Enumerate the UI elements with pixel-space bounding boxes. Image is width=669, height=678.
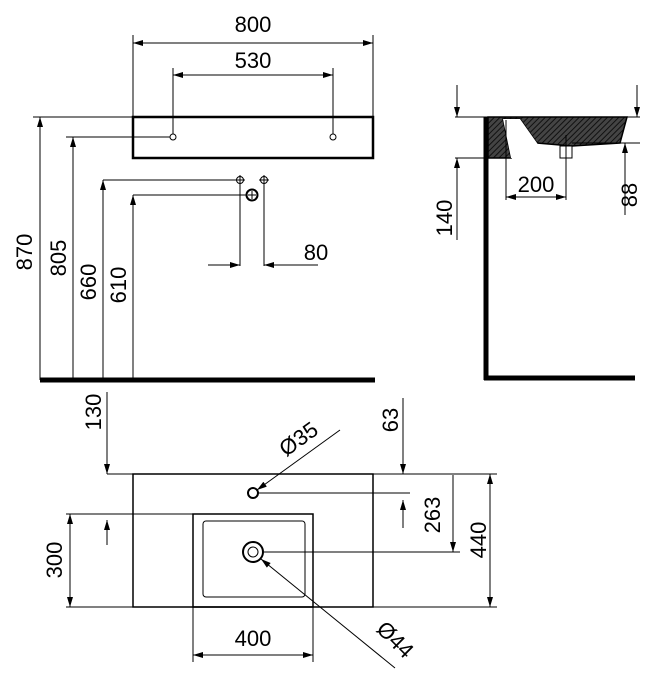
dim-label-263: 263 bbox=[420, 497, 445, 534]
dim-label-300: 300 bbox=[42, 542, 67, 579]
dim-label-dia35: Ø35 bbox=[274, 417, 322, 462]
supply-point-icon bbox=[235, 175, 269, 185]
bowl-inner bbox=[202, 520, 306, 598]
dim-label-80: 80 bbox=[304, 240, 328, 265]
side-view: 140 200 88 bbox=[432, 85, 642, 381]
dim-label-800: 800 bbox=[235, 12, 272, 37]
top-view: 130 63 Ø35 263 440 300 400 Ø44 bbox=[42, 392, 497, 669]
dim-label-200: 200 bbox=[518, 172, 555, 197]
dim-label-530: 530 bbox=[235, 48, 272, 73]
dim-label-130: 130 bbox=[81, 394, 106, 431]
dim-label-400: 400 bbox=[235, 626, 272, 651]
dim-label-dia44: Ø44 bbox=[372, 616, 419, 663]
basin-top-outline bbox=[132, 473, 374, 608]
drain-point-icon bbox=[245, 188, 259, 202]
dim-label-140: 140 bbox=[432, 200, 457, 237]
bowl-outline bbox=[192, 513, 314, 608]
dim-label-660: 660 bbox=[76, 264, 101, 301]
dim-label-610: 610 bbox=[106, 267, 131, 304]
dim-label-870: 870 bbox=[12, 234, 37, 271]
dim-label-88: 88 bbox=[617, 183, 642, 207]
front-view: 800 530 870 805 660 610 80 bbox=[12, 12, 375, 383]
dim-label-805: 805 bbox=[46, 240, 71, 277]
mounting-hole-icon bbox=[169, 133, 337, 141]
dim-label-63: 63 bbox=[378, 408, 403, 432]
dim-label-440: 440 bbox=[466, 522, 491, 559]
drain-icon bbox=[242, 541, 264, 563]
faucet-hole-icon bbox=[247, 487, 259, 499]
